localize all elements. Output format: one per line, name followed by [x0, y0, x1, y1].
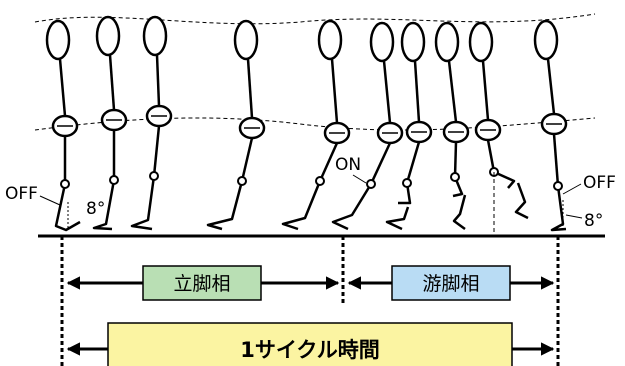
figure-2-head	[95, 15, 121, 57]
toe-off-pointer-left	[39, 195, 61, 206]
head-guide-curve	[34, 13, 596, 25]
angle-label-right: 8°	[584, 211, 603, 231]
figure-3-knee	[149, 171, 159, 181]
figure-2-knee	[109, 175, 119, 185]
figure-8-head	[434, 21, 460, 63]
figure-5-knee	[315, 176, 325, 186]
swing-phase-label: 游脚相	[422, 273, 479, 295]
figure-5-thigh	[318, 142, 339, 182]
figure-3-thigh	[152, 125, 161, 177]
figure-3-torso	[155, 54, 161, 107]
heel-on-pointer	[352, 174, 367, 184]
figure-6-head	[369, 21, 395, 63]
figure-8-shin-foot	[452, 176, 467, 231]
toe-off-pointer-right	[562, 183, 582, 195]
figure-1-head	[45, 19, 71, 61]
figure-2-torso	[108, 54, 116, 111]
figure-9-head	[468, 21, 494, 63]
figure-6-thigh	[369, 142, 392, 185]
figure-10-torso	[546, 58, 556, 115]
figure-8-thigh	[453, 141, 458, 178]
figure-5-shin-foot	[281, 180, 322, 231]
figure-10-shin-foot	[550, 185, 567, 232]
figure-7-torso	[413, 60, 421, 123]
figure-6-torso	[382, 60, 392, 124]
figure-9-shin-foot	[493, 170, 529, 220]
figure-6-knee	[366, 179, 376, 189]
toe-off-label-right: OFF	[583, 173, 616, 193]
figure-10-thigh	[552, 133, 560, 187]
figure-4-thigh	[240, 137, 254, 182]
figure-7-shin-foot	[385, 182, 412, 231]
figure-6-shin-foot	[331, 183, 373, 231]
toe-off-label-left: OFF	[5, 184, 38, 204]
figure-9-thigh	[486, 139, 496, 173]
figure-4-torso	[246, 58, 254, 119]
figure-1-torso	[58, 58, 67, 117]
figure-7-thigh	[405, 141, 421, 184]
heel-on-label: ON	[335, 155, 361, 175]
cycle-time-label: 1サイクル時間	[240, 338, 380, 362]
angle-label-left: 8°	[86, 199, 105, 219]
figure-3-head	[142, 15, 168, 57]
angle-pointer-right	[565, 214, 583, 219]
figure-2-shin-foot	[92, 179, 116, 231]
stance-phase-label: 立脚相	[173, 273, 230, 295]
stance-phase-box	[142, 265, 262, 301]
figure-7-knee	[402, 178, 412, 188]
figure-10-head	[533, 19, 559, 61]
figure-8-knee	[450, 172, 460, 182]
figure-5-torso	[330, 58, 339, 124]
cycle-time-box	[107, 322, 513, 366]
figure-4-shin-foot	[206, 180, 244, 231]
figure-8-torso	[447, 60, 458, 123]
figure-10-knee	[553, 181, 563, 191]
swing-phase-box	[391, 265, 511, 301]
figure-4-knee	[237, 176, 247, 186]
figure-3-shin-foot	[130, 175, 156, 231]
figure-9-torso	[481, 60, 490, 121]
figure-4-head	[233, 19, 259, 61]
figure-1-knee	[60, 179, 70, 189]
figure-1-shin-foot	[54, 183, 81, 232]
figure-7-head	[400, 21, 426, 63]
walking-figures	[45, 15, 568, 232]
figure-5-head	[317, 19, 343, 61]
